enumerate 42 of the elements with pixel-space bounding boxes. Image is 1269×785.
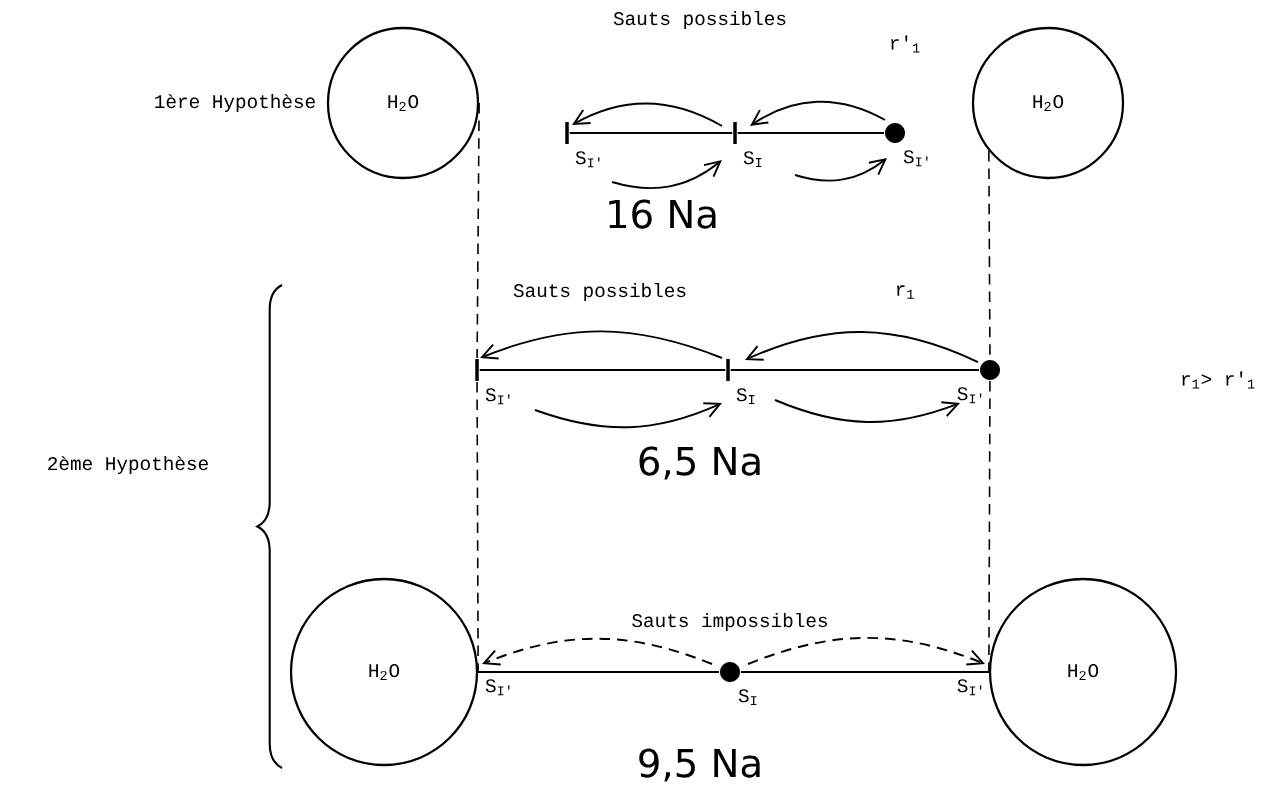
jump-arrow	[774, 399, 960, 423]
site-line	[736, 132, 885, 134]
count-label: 9,5 Na	[639, 748, 760, 782]
node-label: S$_{I}$	[743, 151, 762, 168]
text-label: Sauts impossibles	[632, 613, 827, 631]
node-label: S$_{I'}$	[575, 151, 600, 168]
site-line	[478, 369, 727, 371]
jump-arrow	[794, 158, 887, 182]
node-label: S$_{I}$	[736, 388, 755, 405]
site-tick: S$_{I'}$	[565, 122, 600, 168]
site-tick: S$_{I}$	[726, 359, 755, 405]
jump-arrow	[750, 100, 886, 126]
guide-line	[476, 381, 479, 673]
jump-arrow	[747, 636, 985, 666]
jump-arrow	[480, 330, 723, 360]
guide-line	[988, 380, 991, 673]
site-line	[568, 132, 734, 134]
edge-label: r'$_{1}$	[887, 33, 923, 55]
guide-line	[476, 102, 480, 359]
node-label: S$_{I'}$	[957, 387, 982, 404]
site-label: S$_{I'}$	[485, 679, 510, 696]
text-label: Sauts possibles	[513, 283, 686, 301]
jump-arrow	[745, 330, 979, 363]
site-line	[729, 369, 980, 371]
jump-arrow	[482, 637, 713, 666]
edge-label: r$_{1}$	[892, 283, 918, 301]
node-label: S$_{I}$	[738, 689, 757, 706]
text-label: Sauts possibles	[613, 11, 786, 29]
site-label: S$_{I'}$	[957, 679, 982, 696]
count-label: 16 Na	[609, 199, 716, 229]
site-tick: S$_{I'}$	[475, 359, 510, 405]
jump-arrow	[572, 102, 723, 127]
jump-arrow	[611, 160, 722, 190]
text-label: r$_{1}$> r'$_{1}$	[1182, 371, 1255, 389]
node-label: S$_{I'}$	[485, 388, 510, 405]
site-tick: S$_{I}$	[733, 122, 762, 168]
count-label: 6,5 Na	[639, 446, 760, 480]
site-line	[477, 671, 720, 673]
node-label: S$_{I'}$	[903, 150, 928, 167]
text-label: 2ème Hypothèse	[48, 456, 208, 474]
site-line	[740, 671, 990, 673]
jump-arrow	[534, 402, 722, 429]
